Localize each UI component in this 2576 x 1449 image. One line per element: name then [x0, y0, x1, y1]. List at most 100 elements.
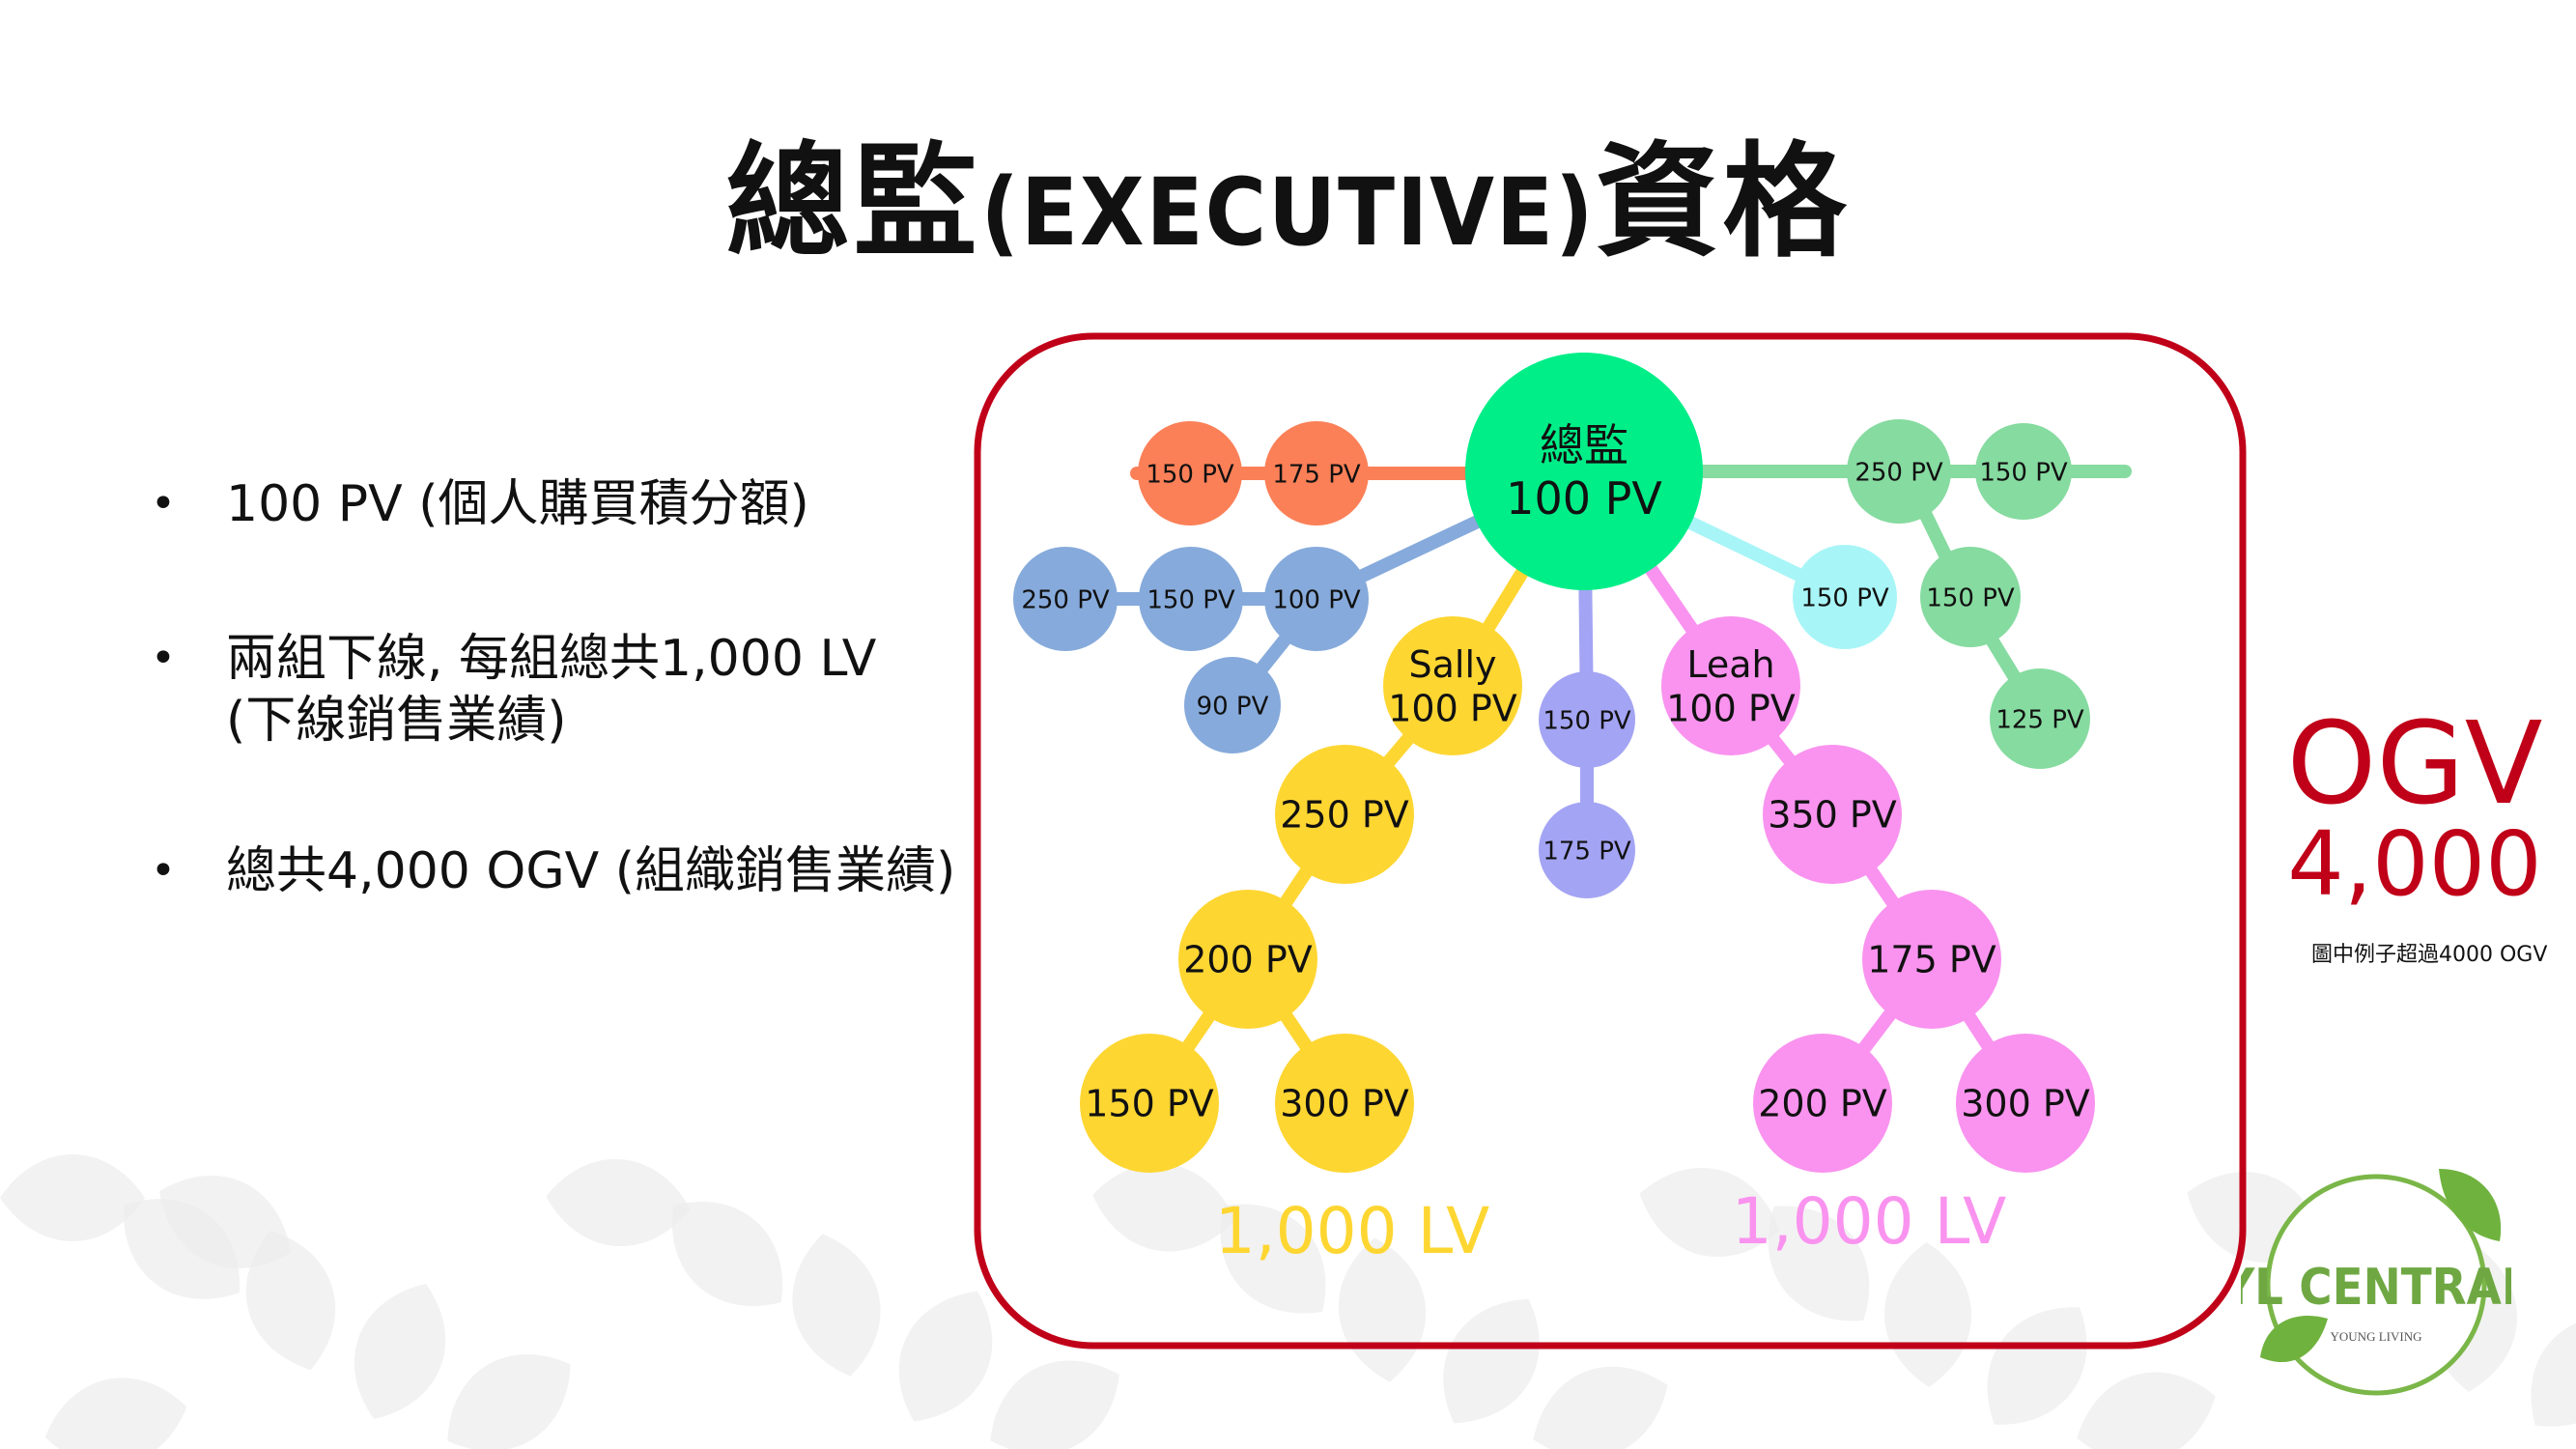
title-zh-prefix: 總監 — [725, 130, 981, 274]
node-pink: 175 PV — [1862, 890, 2001, 1029]
leaf-shape — [1220, 1204, 1326, 1314]
node-circle — [1847, 419, 1951, 524]
leaf-shape — [898, 1291, 993, 1422]
requirement-subtext: (下線銷售業績) — [226, 692, 567, 750]
node-circle — [1184, 657, 1281, 753]
node-blue: 150 PV — [1139, 547, 1243, 651]
node-green: 150 PV — [1920, 547, 2021, 647]
node-label: 90 PV — [1197, 692, 1269, 721]
node-circle — [1383, 616, 1522, 755]
node-label: 200 PV — [1758, 1083, 1887, 1125]
node-label: 350 PV — [1768, 794, 1897, 837]
leaf-shape — [671, 1202, 783, 1306]
leaf-shape — [245, 1230, 336, 1371]
node-label: 100 PV — [1666, 687, 1796, 729]
bullet-dot: • — [151, 634, 176, 683]
node-blue: 90 PV — [1184, 657, 1281, 753]
yl-central-logo: YL CENTRAL YOUNG LIVING — [2241, 1169, 2511, 1396]
node-label: 150 PV — [1979, 458, 2068, 487]
leaf-shape — [1533, 1366, 1668, 1449]
node-label: 125 PV — [1996, 705, 2084, 734]
leaf-shape — [159, 1176, 291, 1268]
title-en: (EXECUTIVE) — [980, 158, 1596, 267]
node-circle — [1178, 890, 1317, 1029]
node-circle — [1539, 671, 1635, 768]
node-circle — [1275, 745, 1414, 884]
node-yellow: 250 PV — [1275, 745, 1414, 884]
node-circle — [1080, 1034, 1219, 1173]
node-pink: 350 PV — [1763, 745, 1902, 884]
leaf-shape — [1987, 1307, 2087, 1425]
node-blue: 250 PV — [1013, 547, 1118, 651]
title-zh-suffix: 資格 — [1595, 130, 1851, 274]
node-circle — [1013, 547, 1118, 651]
node-circle — [1920, 547, 2021, 647]
ogv-label: OGV — [2286, 696, 2543, 830]
node-purple: 150 PV — [1539, 671, 1635, 768]
bullet-dot: • — [151, 846, 176, 895]
node-cyan: 150 PV — [1793, 545, 1897, 649]
leaf-shape — [990, 1360, 1119, 1449]
node-circle — [1793, 545, 1897, 649]
node-label: 150 PV — [1146, 585, 1235, 614]
requirement-item: • 兩組下線, 每組總共1,000 LV (下線銷售業績) — [145, 628, 876, 752]
node-circle — [1539, 802, 1635, 898]
ogv-note: 圖中例子超過4000 OGV — [2311, 943, 2548, 967]
node-label: 150 PV — [1926, 583, 2015, 612]
node-green: 250 PV — [1847, 419, 1951, 524]
node-pink: 300 PV — [1956, 1034, 2095, 1173]
node-label: 175 PV — [1272, 460, 1361, 489]
requirement-text: 兩組下線, 每組總共1,000 LV — [226, 630, 877, 688]
node-label: 150 PV — [1085, 1083, 1214, 1125]
requirement-item: • 總共4,000 OGV (組織銷售業績) — [145, 840, 955, 902]
node-label: 100 PV — [1388, 687, 1517, 729]
node-circle — [1264, 421, 1369, 526]
node-label: 300 PV — [1961, 1083, 2090, 1125]
node-label: 總監 — [1540, 419, 1628, 471]
node-label: 200 PV — [1183, 939, 1313, 981]
node-circle — [1862, 890, 2001, 1029]
node-label: 300 PV — [1280, 1083, 1409, 1125]
node-pink: 200 PV — [1753, 1034, 1892, 1173]
node-green: 150 PV — [1975, 423, 2072, 520]
node-yellow: 150 PV — [1080, 1034, 1219, 1173]
node-circle — [1975, 423, 2072, 520]
requirement-item: • 100 PV (個人購買積分額) — [145, 473, 809, 535]
leaf-shape — [546, 1158, 691, 1247]
sally-total-label: 1,000 LV — [1215, 1194, 1490, 1268]
leaf-shape — [1768, 1206, 1870, 1321]
bullet-dot: • — [151, 479, 176, 528]
node-circle — [1753, 1034, 1892, 1173]
leaf-shape — [792, 1234, 881, 1377]
node-circle — [1990, 668, 2090, 769]
node-circle — [1763, 745, 1902, 884]
leaf-shape — [0, 1154, 145, 1241]
ogv-summary: OGV 4,000 — [2279, 696, 2550, 913]
diagram-border — [974, 332, 2247, 1350]
node-circle — [1465, 353, 1703, 590]
node-blue: 100 PV — [1264, 547, 1369, 651]
svg-text:YOUNG LIVING: YOUNG LIVING — [2331, 1329, 2422, 1344]
leaf-shape — [2531, 1315, 2576, 1427]
leaf-shape — [1884, 1242, 1971, 1387]
leaf-shape — [2077, 1372, 2216, 1449]
node-label: 250 PV — [1021, 585, 1110, 614]
leaf-shape — [1092, 1163, 1235, 1252]
leaf-shape — [1443, 1298, 1540, 1424]
page-title: 總監(EXECUTIVE)資格 — [0, 101, 2576, 280]
node-circle — [1661, 616, 1800, 755]
node-circle — [1275, 1034, 1414, 1173]
svg-text:YL CENTRAL: YL CENTRAL — [2241, 1259, 2511, 1317]
node-label: 175 PV — [1867, 939, 1996, 981]
node-circle — [1264, 547, 1369, 651]
node-orange: 150 PV — [1138, 421, 1242, 526]
leaf-shape — [447, 1354, 571, 1449]
node-green: 125 PV — [1990, 668, 2090, 769]
node-label: Sally — [1408, 643, 1496, 686]
node-label: 250 PV — [1854, 458, 1943, 487]
